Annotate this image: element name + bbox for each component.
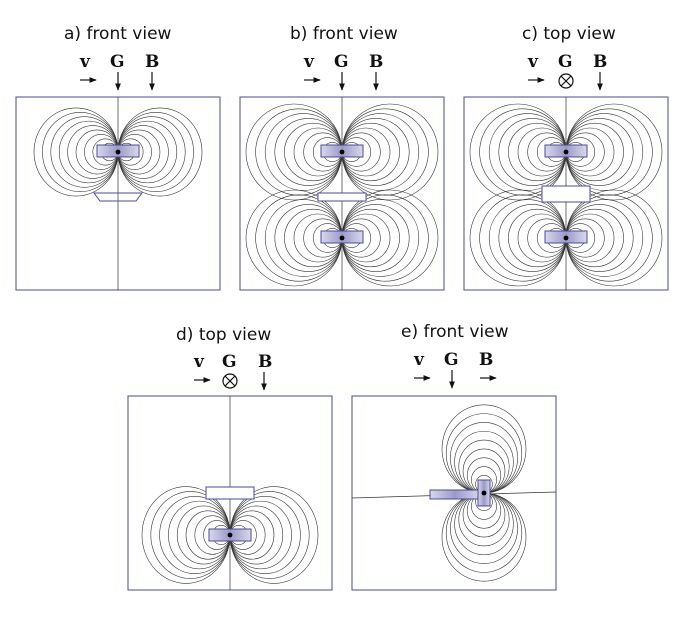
gravity-label: G: [222, 352, 237, 372]
velocity-label: v: [194, 352, 204, 372]
direction-arrows-c: [528, 72, 603, 91]
direction-arrows-d: [194, 372, 267, 391]
panel-title: e) front view: [401, 322, 509, 342]
direction-arrows-a: [80, 72, 155, 91]
velocity-label: v: [414, 350, 424, 370]
panel-title: d) top view: [176, 325, 272, 345]
panel-title: b) front view: [290, 24, 398, 44]
field-label: B: [593, 52, 608, 72]
field-plot-b: [239, 96, 445, 291]
gravity-label: G: [444, 350, 459, 370]
gravity-label: G: [558, 52, 573, 72]
field-plot-d: [127, 395, 333, 591]
gravity-label: G: [110, 52, 125, 72]
field-label: B: [479, 350, 494, 370]
velocity-label: v: [528, 52, 538, 72]
field-label: B: [258, 352, 273, 372]
field-plot-c: [463, 96, 669, 291]
field-plot-a: [15, 96, 221, 291]
direction-arrows-e: [414, 370, 497, 389]
panel-title: a) front view: [64, 24, 172, 44]
field-plot-e: [351, 395, 557, 591]
gravity-label: G: [334, 52, 349, 72]
velocity-label: v: [80, 52, 90, 72]
direction-arrows-b: [304, 72, 379, 91]
field-label: B: [369, 52, 384, 72]
field-label: B: [145, 52, 160, 72]
panel-title: c) top view: [522, 24, 616, 44]
velocity-label: v: [304, 52, 314, 72]
